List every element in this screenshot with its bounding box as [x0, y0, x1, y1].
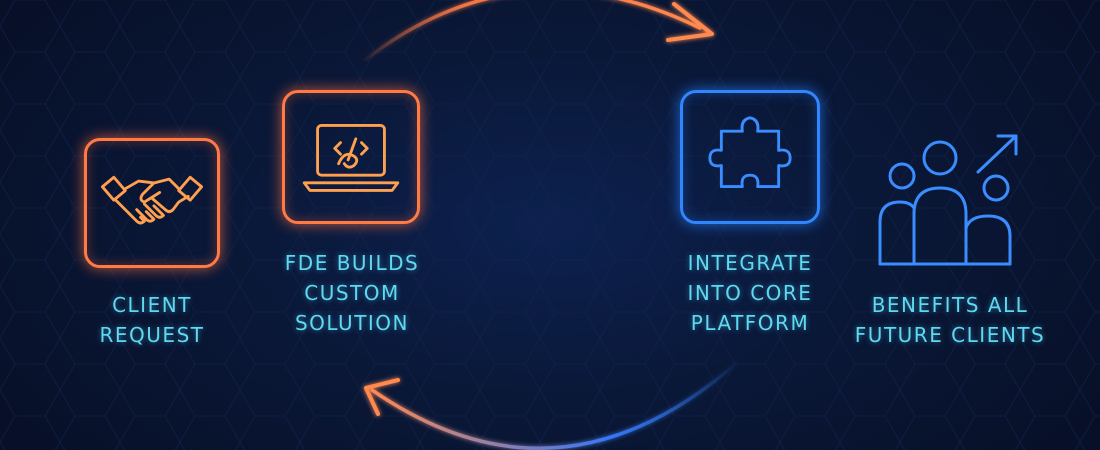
bottom-arrowhead [364, 378, 400, 416]
fde-builds-label: FDE BUILDS CUSTOM SOLUTION [284, 251, 420, 335]
fde-builds-box [282, 90, 420, 224]
handshake-icon [100, 175, 204, 225]
top-cycle-arrow [363, 0, 702, 62]
users-growth-icon [878, 134, 1018, 266]
benefits-icon-wrap [870, 130, 1030, 270]
bottom-cycle-arrow [370, 358, 742, 450]
top-arrowhead [666, 2, 714, 42]
client-request-label: CLIENT REQUEST [99, 293, 205, 347]
laptop-code-icon [302, 124, 400, 192]
benefits-label: BENEFITS ALL FUTURE CLIENTS [854, 293, 1046, 347]
puzzle-piece-icon [708, 116, 792, 189]
client-request-box [84, 138, 220, 268]
integrate-label: INTEGRATE INTO CORE PLATFORM [687, 251, 813, 335]
integrate-box [680, 90, 820, 224]
